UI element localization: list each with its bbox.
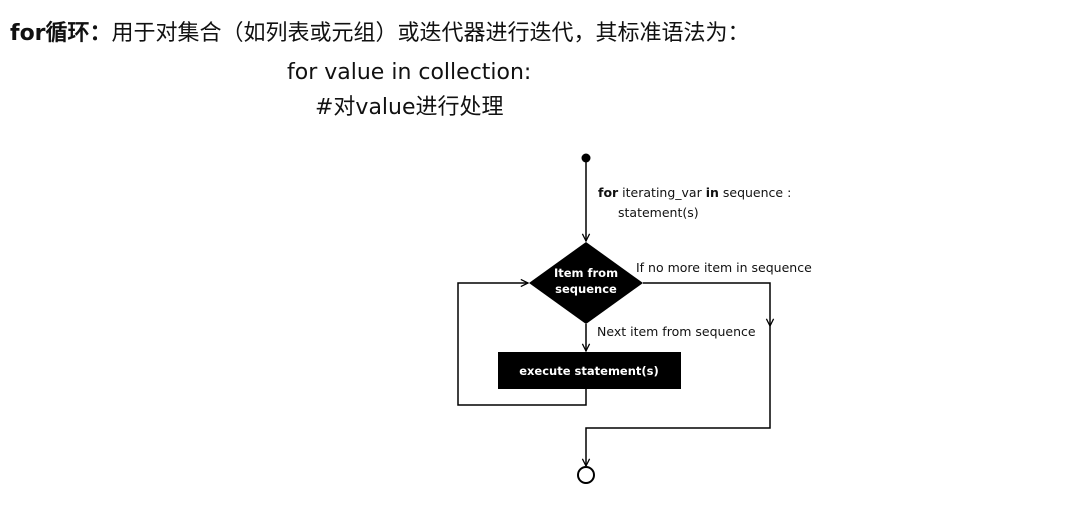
exit-path <box>586 326 771 466</box>
statement-label: statement(s) <box>618 205 699 220</box>
execute-label: execute statement(s) <box>519 364 659 378</box>
keyword-in: in <box>706 185 719 200</box>
intro-lead: for循环： <box>10 21 112 46</box>
exit-arrow-down <box>643 282 770 326</box>
no-more-items-label: If no more item in sequence <box>636 260 812 275</box>
decision-label-line2: sequence <box>555 282 617 296</box>
intro-paragraph: for循环：用于对集合（如列表或元组）或迭代器进行迭代，其标准语法为： <box>10 18 750 50</box>
intro-text: 用于对集合（如列表或元组）或迭代器进行迭代，其标准语法为： <box>111 21 750 46</box>
code-line-2: #对value进行处理 <box>315 95 504 120</box>
iterating-var: iterating_var <box>618 185 706 200</box>
end-node <box>577 466 595 484</box>
execute-box <box>498 352 681 389</box>
loop-back-arrow <box>457 283 587 406</box>
sequence-word: sequence : <box>719 185 791 200</box>
decision-diamond <box>529 242 643 324</box>
code-line-1: for value in collection: <box>287 60 532 85</box>
keyword-for: for <box>598 185 619 200</box>
next-item-label: Next item from sequence <box>597 324 756 339</box>
decision-label-line1: Item from <box>554 266 618 280</box>
for-syntax-label: for iterating_var in sequence : <box>598 185 791 200</box>
